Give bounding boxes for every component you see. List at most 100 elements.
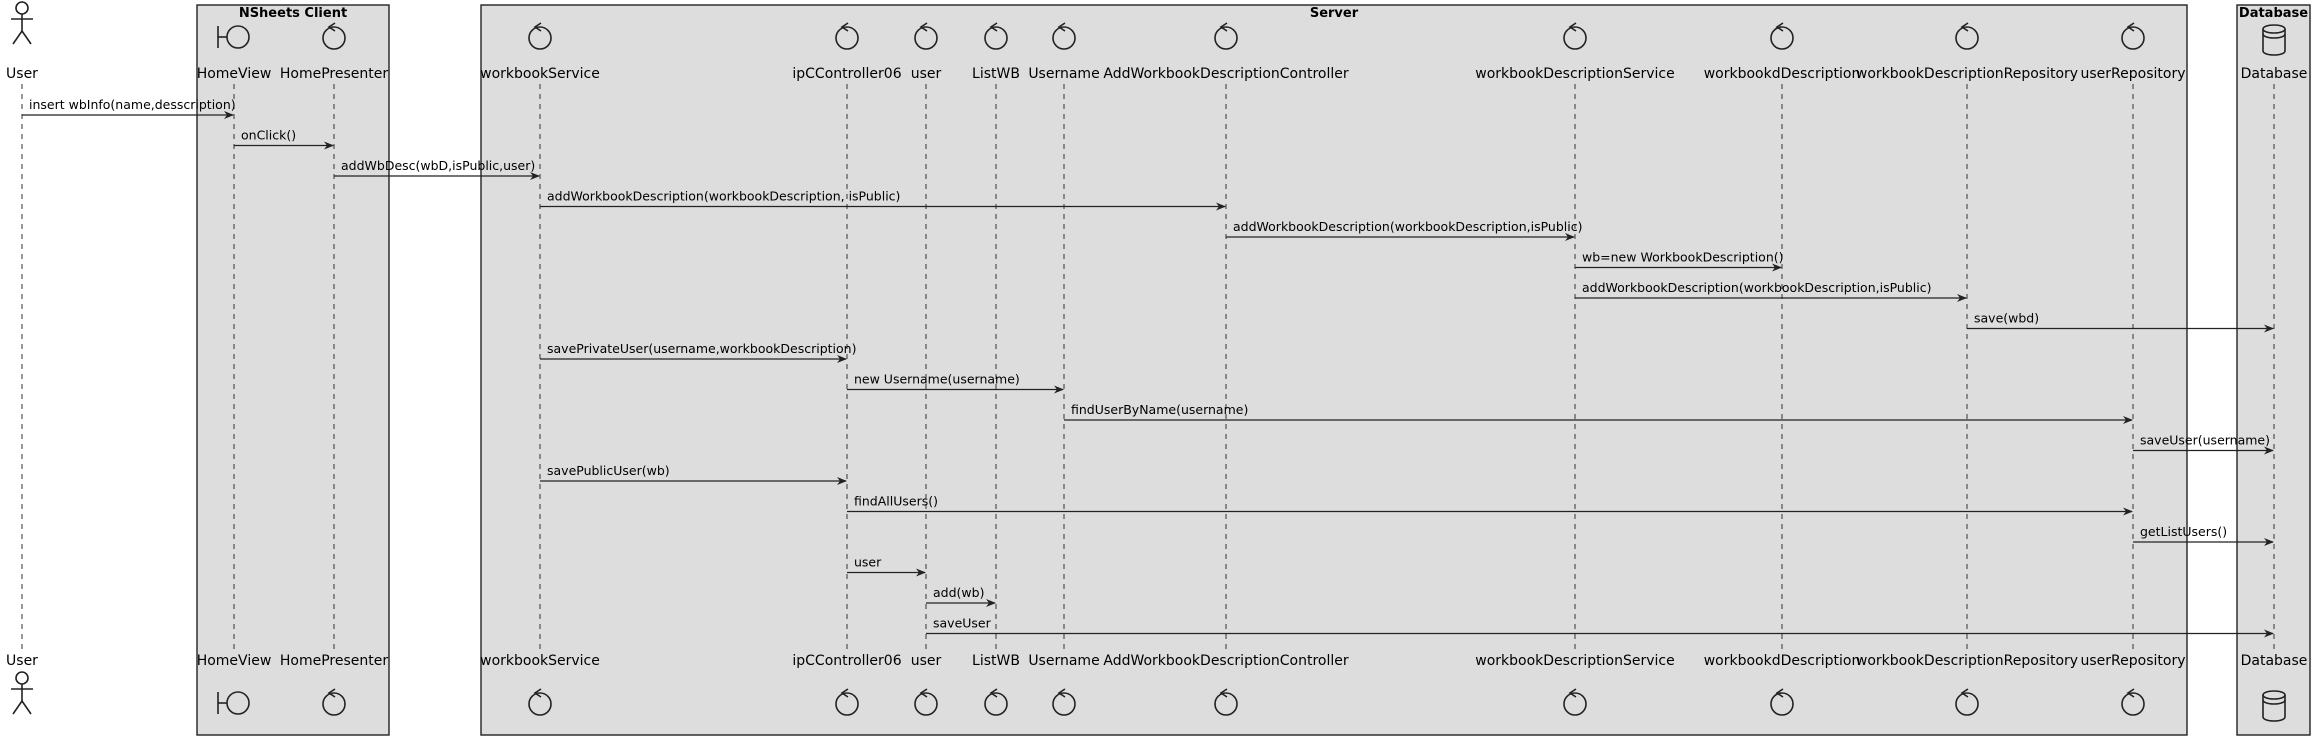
box-server: Server <box>480 4 2188 736</box>
control-icon <box>1214 22 1238 50</box>
lifelines <box>21 84 2275 654</box>
participant-listwb: ListWB ListWB <box>972 22 1020 716</box>
message-14: findAllUsers() <box>847 494 2133 516</box>
boundary-icon <box>217 25 250 49</box>
control-icon <box>835 22 859 50</box>
control-icon <box>2121 688 2145 716</box>
participant-label-top: AddWorkbookDescriptionController <box>1103 66 1349 82</box>
message-16: user <box>847 555 926 577</box>
participant-workbookddescription: workbookdDescription workbookdDescription <box>1704 22 1861 716</box>
message-13: savePublicUser(wb) <box>540 463 847 485</box>
message-label: user <box>854 555 882 570</box>
database-icon <box>2262 690 2286 722</box>
actor-icon <box>11 1 33 45</box>
box-client: NSheets Client <box>196 4 390 736</box>
message-label: addWorkbookDescription(workbookDescripti… <box>1582 280 1931 295</box>
box-title: Server <box>1310 6 1359 21</box>
control-icon <box>1955 688 1979 716</box>
participant-label-top: workbookdDescription <box>1704 66 1861 82</box>
control-icon <box>1770 688 1794 716</box>
control-icon <box>835 688 859 716</box>
message-10: new Username(username) <box>847 372 1064 394</box>
message-label: save(wbd) <box>1974 311 2039 326</box>
participant-label-bottom: HomePresenter <box>280 653 388 669</box>
participant-label-top: ListWB <box>972 66 1020 82</box>
participant-label-bottom: userRepository <box>2081 653 2186 669</box>
database-icon <box>2262 24 2286 56</box>
control-icon <box>1563 22 1587 50</box>
participant-label-top: HomePresenter <box>280 66 388 82</box>
participant-label-bottom: user <box>911 653 942 669</box>
participant-label-bottom: workbookService <box>480 653 600 669</box>
message-label: new Username(username) <box>854 372 1020 387</box>
message-6: wb=new WorkbookDescription() <box>1575 250 1784 272</box>
control-icon <box>528 22 552 50</box>
control-icon <box>914 688 938 716</box>
participant-label-top: ipCController06 <box>792 66 901 82</box>
participant-addworkbookdescriptioncontroller: AddWorkbookDescriptionControllerAddWorkb… <box>1103 22 1349 716</box>
participant-label-bottom: User <box>6 653 38 669</box>
participant-label-bottom: HomeView <box>197 653 272 669</box>
participants: UserUserHomeViewHomeViewHomePresenterHom… <box>6 1 2308 722</box>
message-label: getListUsers() <box>2140 524 2227 539</box>
boundary-icon <box>217 691 250 715</box>
participant-label-top: user <box>911 66 942 82</box>
message-4: addWorkbookDescription(workbookDescripti… <box>540 189 1226 211</box>
message-label: findUserByName(username) <box>1071 402 1248 417</box>
message-label: onClick() <box>241 128 296 143</box>
control-icon <box>1052 22 1076 50</box>
box-title: NSheets Client <box>239 6 347 21</box>
control-icon <box>2121 22 2145 50</box>
control-icon <box>914 22 938 50</box>
participant-label-bottom: Username <box>1028 653 1099 669</box>
participant-label-top: Username <box>1028 66 1099 82</box>
message-9: savePrivateUser(username,workbookDescrip… <box>540 341 856 363</box>
message-label: findAllUsers() <box>854 494 938 509</box>
message-label: savePrivateUser(username,workbookDescrip… <box>547 341 856 356</box>
participant-label-bottom: workbookdDescription <box>1704 653 1861 669</box>
message-3: addWbDesc(wbD,isPublic,user) <box>334 158 540 180</box>
message-label: add(wb) <box>933 585 984 600</box>
box-database: Database <box>2236 4 2311 736</box>
message-12: saveUser(username) <box>2133 433 2274 455</box>
message-1: insert wbInfo(name,desscription) <box>22 97 236 119</box>
participant-label-top: Database <box>2241 66 2308 82</box>
message-2: onClick() <box>234 128 334 150</box>
message-label: addWbDesc(wbD,isPublic,user) <box>341 158 535 173</box>
message-11: findUserByName(username) <box>1064 402 2133 424</box>
message-label: addWorkbookDescription(workbookDescripti… <box>547 189 900 204</box>
control-icon <box>1770 22 1794 50</box>
message-label: addWorkbookDescription(workbookDescripti… <box>1233 219 1582 234</box>
message-7: addWorkbookDescription(workbookDescripti… <box>1575 280 1967 302</box>
control-icon <box>1052 688 1076 716</box>
message-17: add(wb) <box>926 585 996 607</box>
participant-label-top: userRepository <box>2081 66 2186 82</box>
message-8: save(wbd) <box>1967 311 2274 333</box>
participant-label-top: HomeView <box>197 66 272 82</box>
participant-label-bottom: ListWB <box>972 653 1020 669</box>
control-icon <box>984 688 1008 716</box>
participant-workbookdescriptionservice: workbookDescriptionService workbookDescri… <box>1475 22 1675 716</box>
participant-label-top: workbookDescriptionService <box>1475 66 1674 82</box>
message-5: addWorkbookDescription(workbookDescripti… <box>1226 219 1582 241</box>
participant-user: user user <box>911 22 942 716</box>
control-icon <box>1955 22 1979 50</box>
message-15: getListUsers() <box>2133 524 2274 546</box>
control-icon <box>1214 688 1238 716</box>
participant-label-bottom: AddWorkbookDescriptionController <box>1103 653 1349 669</box>
participant-label-top: User <box>6 66 38 82</box>
messages: insert wbInfo(name,desscription) onClick(… <box>22 97 2274 638</box>
participant-label-bottom: workbookDescriptionService <box>1475 653 1674 669</box>
control-icon <box>322 22 346 50</box>
box-title: Database <box>2239 6 2308 21</box>
participant-workbookdescriptionrepository: workbookDescriptionRepositoryworkbookDes… <box>1856 22 2078 716</box>
control-icon <box>528 688 552 716</box>
message-label: savePublicUser(wb) <box>547 463 670 478</box>
